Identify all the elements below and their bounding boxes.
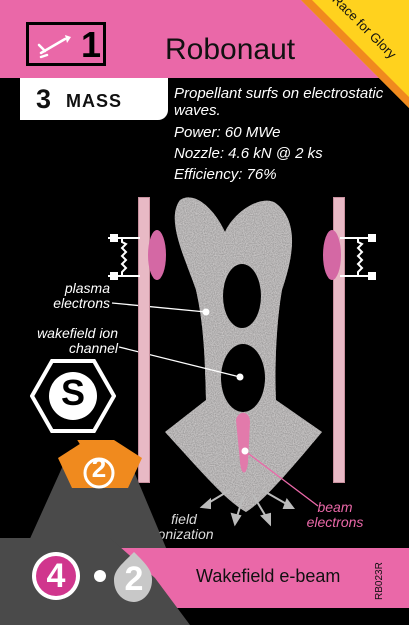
type-letter: S [60, 372, 85, 413]
footer-card-name: Wakefield e-beam [196, 566, 341, 586]
thrust-box: 1 [26, 22, 106, 66]
footer-icons [32, 552, 152, 602]
description-block: Propellant surfs on electrostatic waves.… [174, 85, 404, 187]
power-stat: Power: 60 MWe [174, 124, 281, 141]
left-coil-icon [108, 234, 140, 280]
label-wakefield: wakefield ion channel [37, 325, 118, 356]
left-electrode-rail [138, 197, 150, 483]
mass-value: 3 [36, 84, 52, 114]
rocket-icon [37, 35, 71, 59]
cost-badge-value: 2 [91, 453, 107, 483]
left-electrode-pad [148, 230, 166, 280]
type-hexagon-icon [30, 359, 116, 433]
right-drop-value: 2 [124, 560, 144, 598]
left-circle-value: 4 [46, 557, 66, 595]
card-title: Robonaut [165, 33, 296, 66]
beam-electron-bunch [236, 412, 250, 473]
efficiency-stat: Efficiency: 76% [174, 166, 277, 183]
label-beam-electrons: beam electrons [306, 499, 364, 530]
label-plasma-electrons: plasma electrons [53, 280, 110, 311]
plasma-hole-upper [223, 264, 261, 328]
mass-label: MASS [66, 91, 123, 111]
corner-ribbon [301, 0, 409, 108]
mass-badge: 3 MASS [20, 78, 168, 120]
nozzle-stat: Nozzle: 4.6 kN @ 2 ks [174, 145, 323, 162]
right-coil-icon [340, 234, 376, 280]
thrust-value: 1 [81, 24, 102, 65]
description-text: Propellant surfs on electrostatic waves. [174, 85, 384, 119]
right-electrode-pad [323, 230, 341, 280]
label-field-ionization: field ionization [154, 511, 214, 542]
card-code: RB023R [374, 562, 385, 600]
